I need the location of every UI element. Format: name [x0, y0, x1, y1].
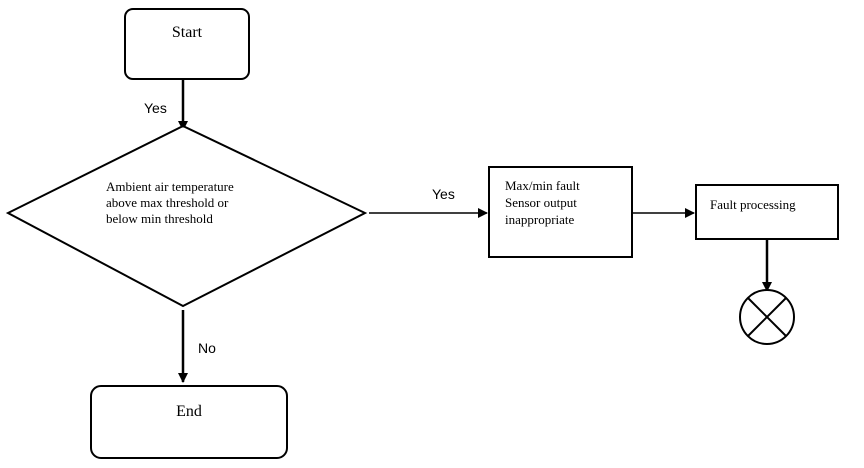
end-label: End [176, 403, 202, 420]
end-node: End [90, 385, 288, 459]
decision-node: Ambient air temperature above max thresh… [5, 124, 368, 308]
fault-line-3: inappropriate [505, 212, 575, 227]
start-node: Start [124, 8, 250, 80]
edge-label-start-decision: Yes [144, 100, 167, 116]
edge-label-decision-fault: Yes [432, 186, 455, 202]
fault-processing-node: Fault processing [695, 184, 839, 240]
decision-line-2: above max threshold or [106, 195, 229, 210]
decision-line-1: Ambient air temperature [106, 179, 234, 194]
decision-line-3: below min threshold [106, 211, 213, 226]
start-label: Start [172, 24, 203, 41]
terminator-icon [739, 289, 795, 345]
fault-processing-label: Fault processing [710, 197, 796, 212]
edge-label-decision-end: No [198, 340, 216, 356]
fault-line-2: Sensor output [505, 195, 577, 210]
fault-line-1: Max/min fault [505, 178, 580, 193]
fault-node: Max/min fault Sensor output inappropriat… [488, 166, 633, 258]
